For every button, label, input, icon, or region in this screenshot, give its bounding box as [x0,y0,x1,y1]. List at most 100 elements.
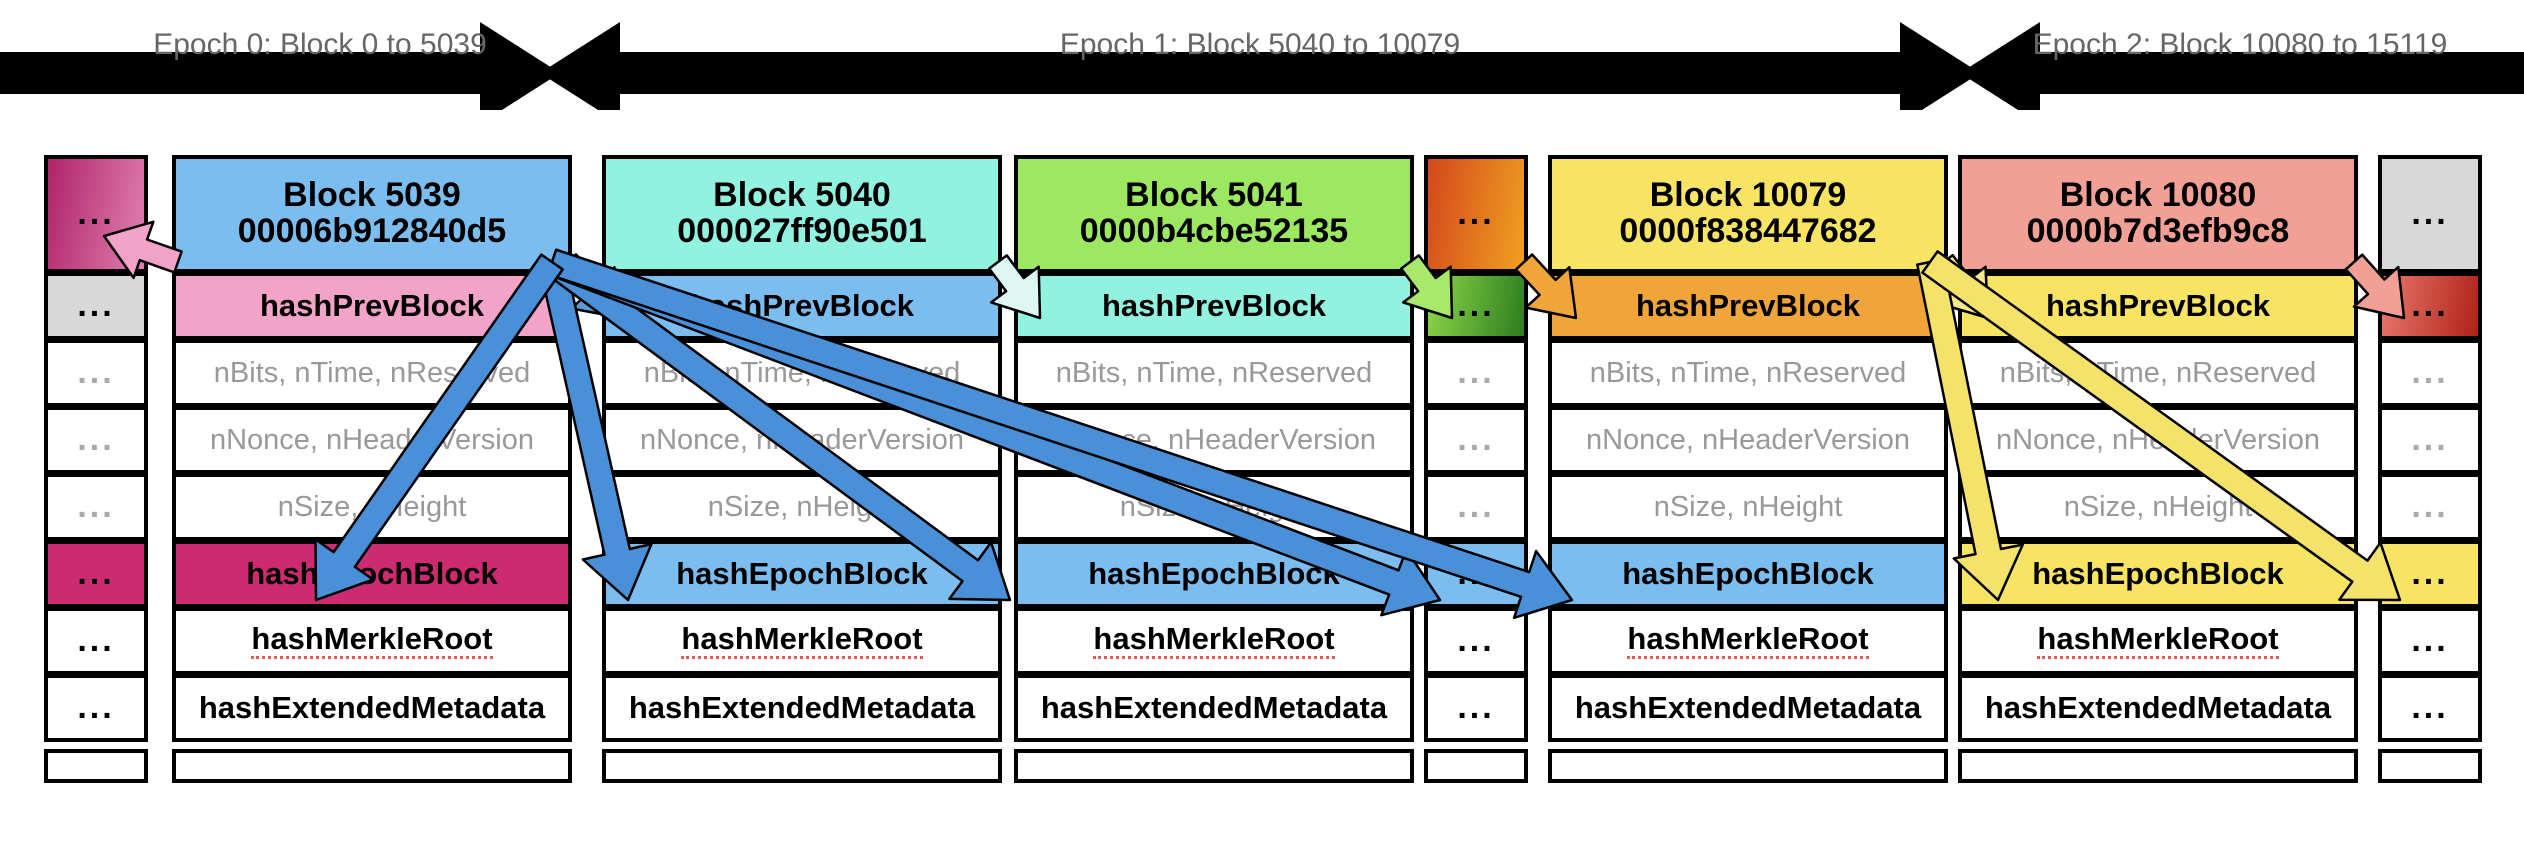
row-label-hashPrevBlock: hashPrevBlock [260,287,484,323]
col-ellipsis-left: ........................ [44,155,148,783]
row-label-hashMerkleRoot: hashMerkleRoot [1093,623,1335,659]
cell-spacer [2378,749,2482,783]
cell-hashPrevBlock: hashPrevBlock [1548,272,1948,340]
cell-hashEpochBlock: ... [44,540,148,608]
cell-hashMerkleRoot: ... [1424,607,1528,675]
block-hash: 00006b912840d5 [237,212,507,250]
cell-spacer [44,749,148,783]
row-label-nBits: nBits, nTime, nReserved [1589,356,1907,389]
row-label-hashExtendedMetadata: hashExtendedMetadata [628,689,976,725]
cell-hashPrevBlock: ... [1424,272,1528,340]
cell-hashExtendedMetadata: ... [44,674,148,742]
cell-hashEpochBlock: ... [2378,540,2482,608]
row-label-nBits: nBits, nTime, nReserved [1999,356,2317,389]
cell-hashEpochBlock: hashEpochBlock [1548,540,1948,608]
row-label-hashEpochBlock: hashEpochBlock [2032,555,2284,591]
row-label-hashEpochBlock: hashEpochBlock [676,555,928,591]
row-label-hashMerkleRoot: hashMerkleRoot [251,623,493,659]
cell-nNonce: nNonce, nHeaderVersion [172,406,572,474]
row-label-nSize: nSize, nHeight [1119,490,1309,523]
cell-hashExtendedMetadata: hashExtendedMetadata [1548,674,1948,742]
cell-title: ... [2378,155,2482,273]
block-number: Block 5039 [283,176,461,215]
cell-nNonce: nNonce, nHeaderVersion [1014,406,1414,474]
epoch-timeline: Epoch 0: Block 0 to 5039 Epoch 1: Block … [0,0,2524,124]
block-hash: 0000b7d3efb9c8 [2026,212,2290,250]
cell-hashEpochBlock: hashEpochBlock [1014,540,1414,608]
cell-nBits: nBits, nTime, nReserved [1548,339,1948,407]
col-ellipsis-right: ........................ [2378,155,2482,783]
cell-nNonce: ... [1424,406,1528,474]
epoch-bar-2 [1960,22,2524,124]
block-number: Block 10079 [1649,176,1847,215]
row-label-nNonce: nNonce, nHeaderVersion [209,423,535,456]
cell-spacer [1014,749,1414,783]
block-number: Block 10080 [2059,176,2257,215]
epoch-label-2: Epoch 2: Block 10080 to 15119 [2032,28,2448,61]
cell-hashPrevBlock: hashPrevBlock [1014,272,1414,340]
cell-nBits: ... [44,339,148,407]
cell-nNonce: nNonce, nHeaderVersion [1958,406,2358,474]
cell-nBits: nBits, nTime, nReserved [1958,339,2358,407]
cell-nSize: nSize, nHeight [1014,473,1414,541]
cell-spacer [1424,749,1528,783]
row-label-hashPrevBlock: hashPrevBlock [1102,287,1326,323]
cell-hashEpochBlock: ... [1424,540,1528,608]
cell-nBits: ... [1424,339,1528,407]
row-label-hashMerkleRoot: hashMerkleRoot [1627,623,1869,659]
col-ellipsis-mid: ........................ [1424,155,1528,783]
cell-hashMerkleRoot: hashMerkleRoot [1958,607,2358,675]
epoch-label-0: Epoch 0: Block 0 to 5039 [153,28,487,61]
row-label-nSize: nSize, nHeight [2063,490,2253,523]
cell-hashPrevBlock: ... [44,272,148,340]
row-label-hashEpochBlock: hashEpochBlock [1622,555,1874,591]
cell-hashExtendedMetadata: hashExtendedMetadata [602,674,1002,742]
row-label-hashMerkleRoot: hashMerkleRoot [2037,623,2279,659]
row-label-nSize: nSize, nHeight [277,490,467,523]
cell-hashEpochBlock: hashEpochBlock [602,540,1002,608]
cell-hashPrevBlock: hashPrevBlock [172,272,572,340]
cell-hashMerkleRoot: hashMerkleRoot [172,607,572,675]
cell-hashExtendedMetadata: ... [1424,674,1528,742]
cell-nNonce: ... [2378,406,2482,474]
cell-nNonce: nNonce, nHeaderVersion [602,406,1002,474]
cell-title: ... [1424,155,1528,273]
cell-nSize: nSize, nHeight [172,473,572,541]
block-number: Block 5040 [713,176,891,215]
row-label-nSize: nSize, nHeight [1653,490,1843,523]
cell-nSize: nSize, nHeight [1548,473,1948,541]
block-hash: 0000b4cbe52135 [1079,212,1349,250]
row-label-hashExtendedMetadata: hashExtendedMetadata [1984,689,2332,725]
cell-hashPrevBlock: hashPrevBlock [1958,272,2358,340]
cell-nSize: nSize, nHeight [1958,473,2358,541]
row-label-hashPrevBlock: hashPrevBlock [690,287,914,323]
epoch-bar-1 [540,22,1980,124]
cell-hashMerkleRoot: hashMerkleRoot [1014,607,1414,675]
epoch-label-1: Epoch 1: Block 5040 to 10079 [1059,28,1461,61]
row-label-nNonce: nNonce, nHeaderVersion [1051,423,1377,456]
row-label-nNonce: nNonce, nHeaderVersion [1995,423,2321,456]
row-label-hashExtendedMetadata: hashExtendedMetadata [1040,689,1388,725]
cell-nSize: ... [2378,473,2482,541]
cell-spacer [1958,749,2358,783]
cell-spacer [172,749,572,783]
cell-hashExtendedMetadata: hashExtendedMetadata [1958,674,2358,742]
cell-hashMerkleRoot: ... [2378,607,2482,675]
block-hash: 000027ff90e501 [677,212,927,250]
cell-nBits: ... [2378,339,2482,407]
cell-spacer [1548,749,1948,783]
row-label-hashEpochBlock: hashEpochBlock [1088,555,1340,591]
cell-nNonce: ... [44,406,148,474]
cell-hashPrevBlock: ... [2378,272,2482,340]
cell-hashEpochBlock: hashEpochBlock [1958,540,2358,608]
row-label-nSize: nSize, nHeight [707,490,897,523]
